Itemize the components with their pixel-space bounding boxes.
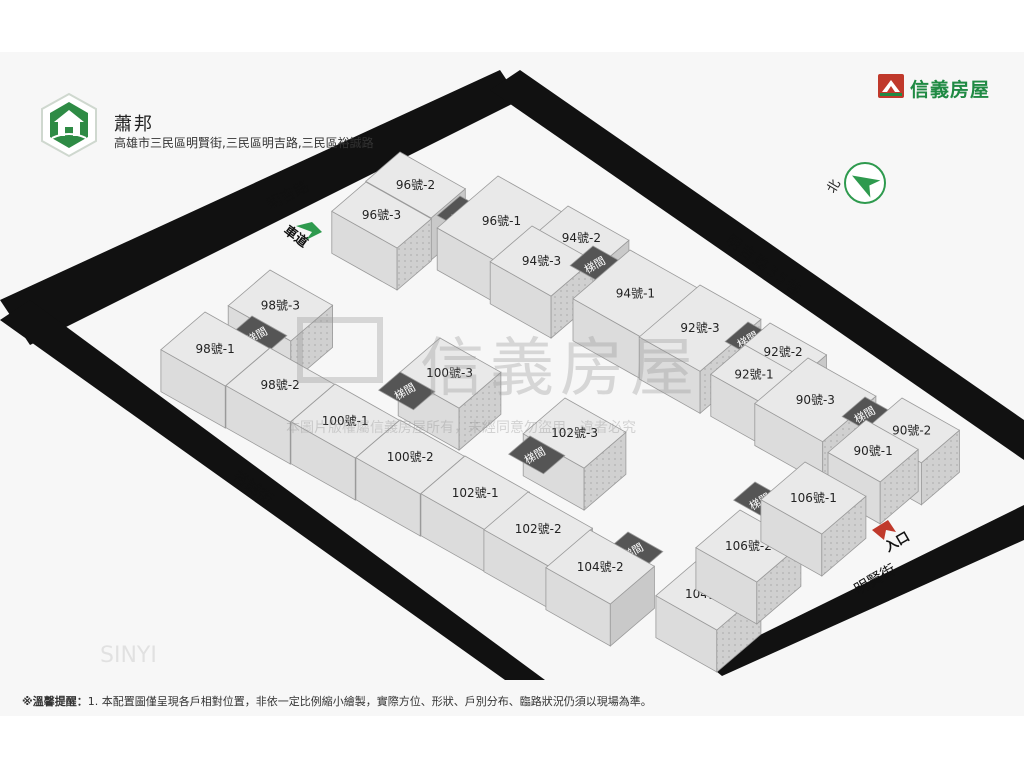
driveway-marker: 車道	[281, 222, 322, 251]
stairs-102	[508, 435, 566, 475]
unit-98-2-label: 98號-2	[261, 378, 300, 392]
unit-98-1-top	[160, 311, 271, 387]
stairs-100	[378, 371, 436, 411]
unit-96-2-top	[365, 151, 466, 219]
footer-text: 1. 本配置圖僅呈現各戶相對位置，非依一定比例縮小繪製，實際方位、形狀、戶別分布…	[87, 695, 652, 708]
unit-90-2-label: 90號-2	[892, 423, 931, 437]
unit-102-2-label: 102號-2	[515, 522, 562, 536]
unit-98-3-top	[227, 269, 334, 342]
community-address: 高雄市三民區明賢街,三民區明吉路,三民區裕誠路	[114, 136, 374, 150]
unit-106-2-label: 106號-2	[725, 539, 772, 553]
footer-notice: ※溫馨提醒：1. 本配置圖僅呈現各戶相對位置，非依一定比例縮小繪製，實際方位、形…	[22, 693, 652, 709]
unit-98-3-label: 98號-3	[261, 299, 300, 313]
watermark-text: 信義房屋	[420, 332, 700, 406]
siteplan-map: 96號-296號-3梯間96號-194號-294號-3梯間94號-192號-3梯…	[0, 70, 1024, 680]
unit-92-3-label: 92號-3	[680, 321, 719, 335]
unit-104-2-top	[545, 529, 656, 605]
unit-94-2-label: 94號-2	[562, 231, 601, 245]
watermark: 信義房屋 本圖片版權屬信義房屋所有，未經同意勿盜用，違者必究 SINYI	[100, 317, 700, 668]
unit-92-2-label: 92號-2	[763, 345, 802, 359]
unit-106-1-label: 106號-1	[790, 491, 837, 505]
siteplan-canvas: 96號-296號-3梯間96號-194號-294號-3梯間94號-192號-3梯…	[0, 52, 1024, 716]
brand-mark-icon	[878, 74, 904, 98]
unit-100-3-top	[397, 337, 502, 409]
unit-98-1-label: 98號-1	[196, 342, 235, 356]
unit-100-2-label: 100號-2	[387, 450, 434, 464]
footer-label: ※溫馨提醒：	[22, 695, 88, 708]
driveway-arrow-icon	[296, 222, 322, 240]
unit-90-3-top	[754, 357, 877, 443]
unit-98-2-top	[225, 347, 336, 423]
unit-92-1-label: 92號-1	[734, 367, 773, 381]
unit-102-3-label: 102號-3	[551, 426, 598, 440]
unit-90-2-top	[863, 397, 961, 464]
unit-100-1-label: 100號-1	[322, 414, 369, 428]
unit-96-3-top	[331, 181, 432, 249]
buildings: 96號-296號-3梯間96號-194號-294號-3梯間94號-192號-3梯…	[160, 151, 961, 673]
unit-94-3-top	[489, 225, 594, 297]
unit-100-2-top	[355, 419, 466, 495]
unit-106-1-top	[760, 461, 867, 535]
community-header: 蕭邦 高雄市三民區明賢街,三民區明吉路,三民區裕誠路	[36, 92, 376, 172]
unit-94-3-label: 94號-3	[522, 254, 561, 268]
unit-92-3-top	[638, 284, 762, 372]
entrance-arrow-icon	[872, 520, 896, 540]
watermark-notice: 本圖片版權屬信義房屋所有，未經同意勿盜用，違者必究	[286, 419, 636, 436]
unit-90-1-label: 90號-1	[853, 444, 892, 458]
unit-96-1-label: 96號-1	[482, 214, 521, 228]
compass-arrow-icon	[852, 175, 881, 198]
community-logo-icon	[41, 92, 97, 158]
unit-104-2-label: 104號-2	[577, 560, 624, 574]
entrance-label: 入口	[883, 529, 913, 555]
compass: 北	[824, 162, 886, 204]
road-mingxian	[705, 505, 1024, 676]
road-mingji-lane35	[490, 70, 1024, 460]
entrance-marker: 入口	[872, 520, 913, 555]
unit-96-3-label: 96號-3	[362, 208, 401, 222]
unit-96-2-label: 96號-2	[396, 178, 435, 192]
watermark-logo-icon	[297, 317, 383, 383]
unit-90-3-label: 90號-3	[796, 393, 835, 407]
road-mingji	[0, 70, 520, 345]
roads	[0, 70, 1024, 680]
brand-name: 信義房屋	[910, 79, 991, 101]
unit-90-1-top	[827, 419, 919, 483]
unit-102-3-top	[522, 397, 627, 469]
unit-100-3-label: 100號-3	[426, 366, 473, 380]
community-name: 蕭邦	[114, 114, 154, 135]
compass-label: 北	[824, 177, 843, 196]
road-yucheng	[0, 300, 545, 680]
unit-100-1-top	[290, 383, 401, 459]
unit-94-1-label: 94號-1	[616, 286, 655, 300]
unit-102-1-label: 102號-1	[452, 486, 499, 500]
watermark-sinyi: SINYI	[100, 643, 157, 668]
